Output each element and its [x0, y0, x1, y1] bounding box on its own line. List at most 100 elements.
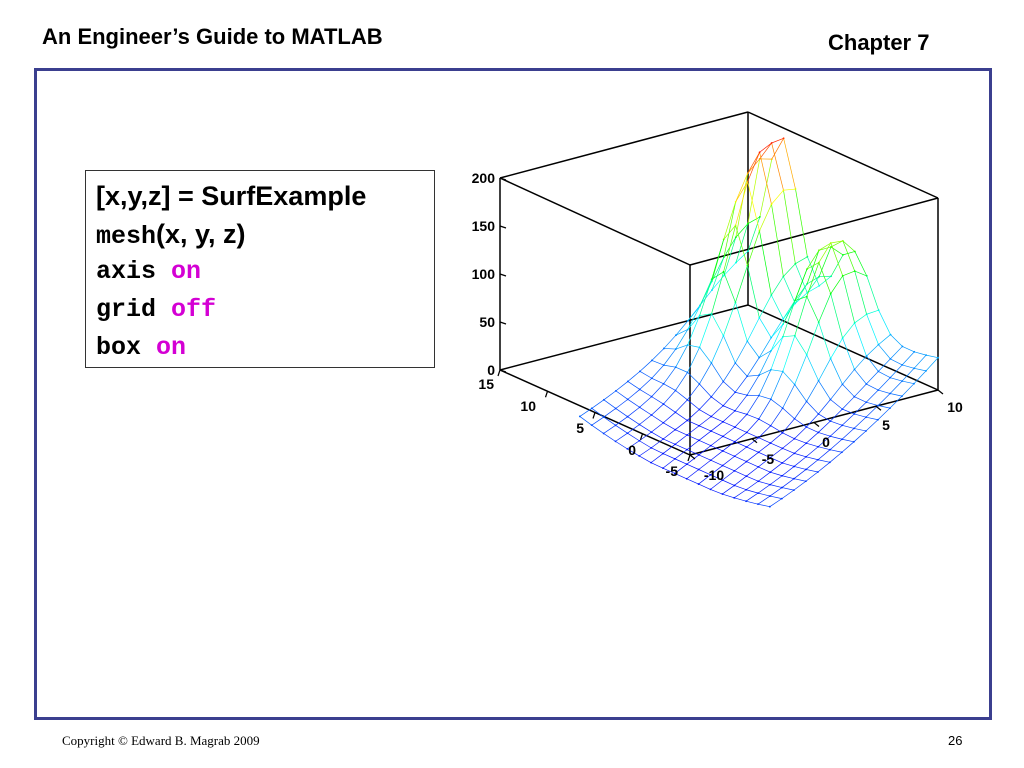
- mesh-line: [699, 409, 712, 417]
- mesh-line: [699, 383, 712, 398]
- mesh-line: [579, 408, 593, 417]
- mesh-line: [865, 416, 879, 421]
- mesh-line: [698, 483, 711, 490]
- mesh-node: [817, 321, 820, 324]
- mesh-node: [698, 305, 701, 308]
- mesh-node: [746, 222, 749, 225]
- mesh-line: [734, 441, 747, 448]
- box-edge: [499, 304, 749, 371]
- mesh-node: [782, 137, 785, 140]
- mesh-line: [770, 432, 783, 444]
- mesh-node: [793, 437, 796, 440]
- mesh-line: [770, 407, 783, 426]
- mesh-line: [675, 390, 688, 401]
- mesh-line: [698, 430, 712, 441]
- mesh-line: [794, 296, 808, 336]
- mesh-node: [865, 275, 868, 277]
- mesh-line: [686, 440, 700, 450]
- mesh-line: [734, 395, 748, 412]
- mesh-line: [603, 433, 616, 442]
- mesh-line: [757, 503, 770, 508]
- mesh-line: [794, 283, 808, 301]
- mesh-node: [877, 389, 880, 391]
- mesh-node: [781, 407, 784, 410]
- mesh-line: [723, 225, 736, 272]
- mesh-line: [615, 416, 628, 426]
- mesh-line: [627, 440, 640, 450]
- mesh-line: [746, 500, 759, 505]
- mesh-line: [866, 371, 879, 385]
- y-tick-label: 10: [520, 398, 536, 414]
- mesh-line: [794, 438, 807, 444]
- mesh-line: [759, 350, 772, 358]
- mesh-line: [757, 484, 771, 494]
- mesh-node: [709, 444, 712, 447]
- mesh-node: [733, 484, 736, 487]
- z-tick-label: 200: [472, 170, 496, 186]
- z-tick-label: 0: [487, 362, 495, 378]
- mesh-line: [615, 425, 628, 434]
- mesh-line: [829, 425, 843, 437]
- mesh-line: [687, 383, 700, 401]
- mesh-line: [781, 489, 795, 499]
- mesh-line: [829, 438, 843, 450]
- mesh-line: [735, 181, 748, 202]
- mesh-line: [627, 416, 640, 425]
- mesh-node: [817, 445, 820, 448]
- box-edge: [499, 111, 749, 179]
- mesh-line: [675, 399, 688, 413]
- y-tick-label: -5: [666, 463, 679, 479]
- mesh-node: [758, 151, 761, 154]
- mesh-node: [804, 480, 807, 483]
- mesh-node: [674, 457, 676, 460]
- mesh-line: [783, 190, 796, 264]
- mesh-line: [747, 341, 760, 358]
- mesh-node: [830, 246, 832, 248]
- mesh-line: [735, 173, 749, 238]
- mesh-line: [734, 489, 747, 499]
- x-tick-mark: [937, 389, 944, 395]
- mesh-line: [877, 377, 891, 391]
- mesh-line: [735, 223, 749, 238]
- mesh-line: [675, 320, 689, 336]
- mesh-line: [842, 424, 855, 429]
- mesh-line: [662, 453, 676, 460]
- mesh-line: [710, 405, 724, 417]
- mesh-line: [698, 440, 712, 446]
- mesh-line: [770, 318, 784, 338]
- mesh-line: [734, 470, 747, 477]
- mesh-node: [829, 435, 832, 438]
- mesh-node: [686, 344, 689, 346]
- mesh-line: [663, 412, 676, 424]
- mesh-line: [817, 459, 830, 463]
- mesh-line: [734, 497, 747, 502]
- mesh-node: [698, 439, 700, 442]
- x-tick-label: 0: [822, 434, 830, 450]
- mesh-node: [698, 408, 701, 411]
- mesh-line: [783, 263, 796, 277]
- code-grid-cmd: grid: [96, 295, 157, 324]
- mesh-line: [710, 489, 723, 495]
- mesh-node: [733, 455, 736, 458]
- mesh-node: [805, 455, 808, 458]
- mesh-node: [865, 430, 867, 432]
- mesh-node: [662, 438, 665, 440]
- mesh-line: [674, 473, 687, 480]
- mesh-line: [627, 399, 640, 408]
- mesh-line: [818, 413, 831, 422]
- mesh-line: [651, 364, 665, 379]
- mesh-line: [853, 428, 867, 432]
- mesh-line: [662, 444, 676, 454]
- mesh-node: [746, 180, 749, 183]
- mesh-line: [687, 347, 700, 373]
- mesh-line: [806, 250, 820, 284]
- mesh-node: [794, 262, 797, 265]
- mesh-line: [686, 434, 700, 441]
- mesh-line: [735, 391, 748, 396]
- mesh-line: [735, 250, 749, 263]
- mesh-line: [651, 422, 664, 433]
- mesh-line: [914, 367, 927, 372]
- mesh-node: [638, 455, 641, 457]
- mesh-node: [818, 275, 821, 278]
